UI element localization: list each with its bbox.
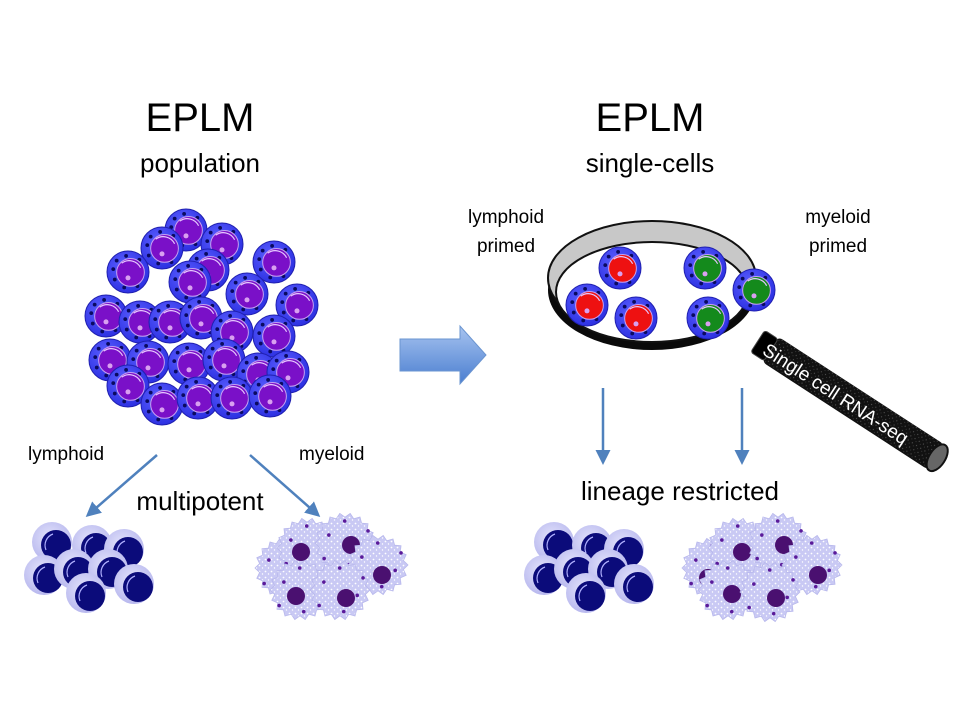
lymphocyte-cluster-left — [24, 522, 154, 613]
cell — [140, 226, 184, 270]
myeloid-cell — [269, 559, 331, 621]
cell — [106, 364, 150, 408]
lymphocyte — [524, 555, 564, 595]
cell — [565, 283, 609, 327]
lymphocyte — [614, 564, 654, 604]
cell — [176, 376, 220, 420]
cell — [167, 342, 211, 386]
multipotent-label: multipotent — [136, 486, 264, 516]
lymphoid-branch-label: lymphoid — [28, 444, 105, 465]
cell — [614, 296, 658, 340]
progenitor-cell-population — [84, 208, 319, 426]
lymphocyte — [66, 573, 106, 613]
lymphocyte — [566, 573, 606, 613]
cell — [168, 260, 212, 304]
left-title: EPLM — [145, 96, 255, 140]
myeloid-cluster-left — [254, 512, 409, 621]
cell — [248, 374, 292, 418]
lymphocyte — [114, 564, 154, 604]
cell — [210, 376, 254, 420]
cell — [275, 283, 319, 327]
lineage-restricted-label: lineage restricted — [581, 476, 779, 506]
cell — [225, 272, 269, 316]
myeloid-primed-label-line2: primed — [808, 236, 868, 257]
cell — [148, 300, 192, 344]
cell — [683, 246, 727, 290]
myeloid-cell — [781, 534, 843, 596]
cell — [732, 268, 776, 312]
myeloid-primed-label-line1: myeloid — [805, 207, 871, 228]
right-subtitle: single-cells — [585, 148, 715, 178]
left-subtitle: population — [140, 148, 260, 178]
myeloid-cell — [697, 559, 759, 621]
lymphocyte-cluster-right — [524, 522, 654, 613]
cell — [202, 338, 246, 382]
cell — [252, 240, 296, 284]
lymphoid-branch-arrow — [85, 454, 158, 517]
lymphoid-primed-label-line1: lymphoid — [467, 207, 545, 228]
right-title: EPLM — [595, 96, 705, 140]
cell — [140, 382, 184, 426]
right-block-arrow-icon — [399, 324, 487, 386]
myeloid-cell — [309, 559, 371, 621]
cell — [686, 296, 730, 340]
myeloid-branch-arrow — [249, 454, 321, 517]
myeloid-branch-label: myeloid — [299, 444, 365, 465]
lymphoid-primed-label-line2: primed — [476, 236, 536, 257]
cell — [84, 294, 128, 338]
cell — [118, 300, 162, 344]
cell — [598, 246, 642, 290]
cell — [106, 250, 150, 294]
myeloid-cluster-right — [681, 512, 843, 623]
myeloid-cell — [739, 561, 801, 623]
primed-cells — [565, 246, 776, 340]
